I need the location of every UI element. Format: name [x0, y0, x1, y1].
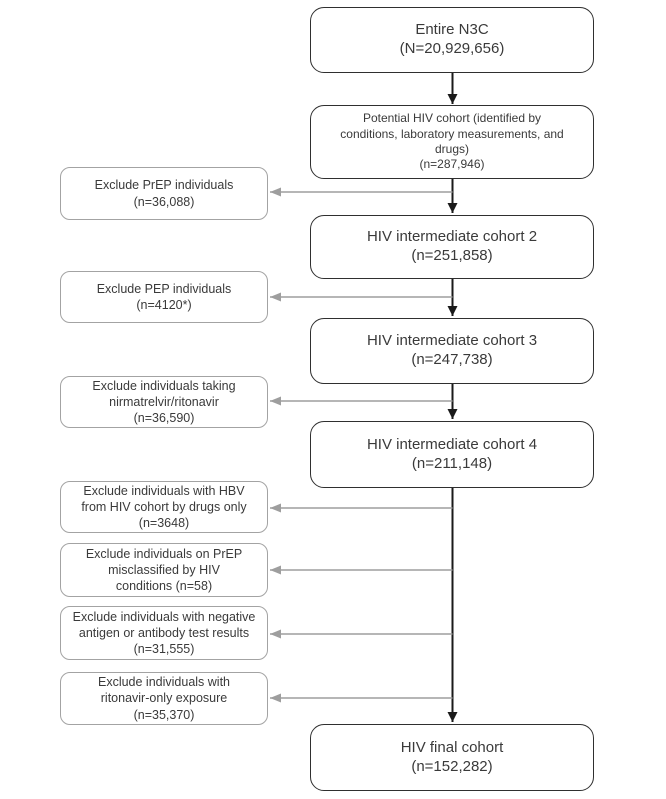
- box-hiv-intermediate-cohort-3-label: HIV intermediate cohort 3 (n=247,738): [366, 332, 538, 368]
- box-potential-hiv-cohort: Potential HIV cohort (identified by cond…: [310, 105, 594, 179]
- box-exclude-pep-label: Exclude PEP individuals (n=4120*): [96, 281, 232, 312]
- box-exclude-negative-tests: Exclude individuals with negative antige…: [60, 606, 268, 660]
- box-potential-hiv-cohort-label: Potential HIV cohort (identified by cond…: [340, 111, 564, 172]
- box-hiv-final-cohort-label: HIV final cohort (n=152,282): [400, 738, 504, 775]
- box-exclude-negative-tests-label: Exclude individuals with negative antige…: [72, 609, 256, 657]
- box-hiv-intermediate-cohort-4-label: HIV intermediate cohort 4 (n=211,148): [366, 435, 538, 472]
- box-exclude-prep-misclassified: Exclude individuals on PrEP misclassifie…: [60, 543, 268, 597]
- box-exclude-ritonavir-only-label: Exclude individuals with ritonavir-only …: [97, 675, 230, 722]
- box-hiv-intermediate-cohort-4: HIV intermediate cohort 4 (n=211,148): [310, 421, 594, 488]
- box-hiv-intermediate-cohort-2: HIV intermediate cohort 2 (n=251,858): [310, 215, 594, 279]
- box-exclude-ritonavir-only: Exclude individuals with ritonavir-only …: [60, 672, 268, 725]
- box-exclude-hbv: Exclude individuals with HBV from HIV co…: [60, 481, 268, 533]
- box-exclude-nirmatrelvir-label: Exclude individuals taking nirmatrelvir/…: [92, 378, 236, 426]
- box-exclude-prep-label: Exclude PrEP individuals (n=36,088): [94, 178, 234, 209]
- box-hiv-intermediate-cohort-3: HIV intermediate cohort 3 (n=247,738): [310, 318, 594, 384]
- box-exclude-nirmatrelvir: Exclude individuals taking nirmatrelvir/…: [60, 376, 268, 428]
- box-exclude-prep: Exclude PrEP individuals (n=36,088): [60, 167, 268, 220]
- box-exclude-pep: Exclude PEP individuals (n=4120*): [60, 271, 268, 323]
- box-hiv-intermediate-cohort-2-label: HIV intermediate cohort 2 (n=251,858): [366, 228, 538, 264]
- box-hiv-final-cohort: HIV final cohort (n=152,282): [310, 724, 594, 791]
- box-exclude-prep-misclassified-label: Exclude individuals on PrEP misclassifie…: [85, 546, 243, 594]
- box-exclude-hbv-label: Exclude individuals with HBV from HIV co…: [81, 483, 247, 531]
- box-entire-n3c-label: Entire N3C (N=20,929,656): [399, 21, 505, 57]
- box-entire-n3c: Entire N3C (N=20,929,656): [310, 7, 594, 73]
